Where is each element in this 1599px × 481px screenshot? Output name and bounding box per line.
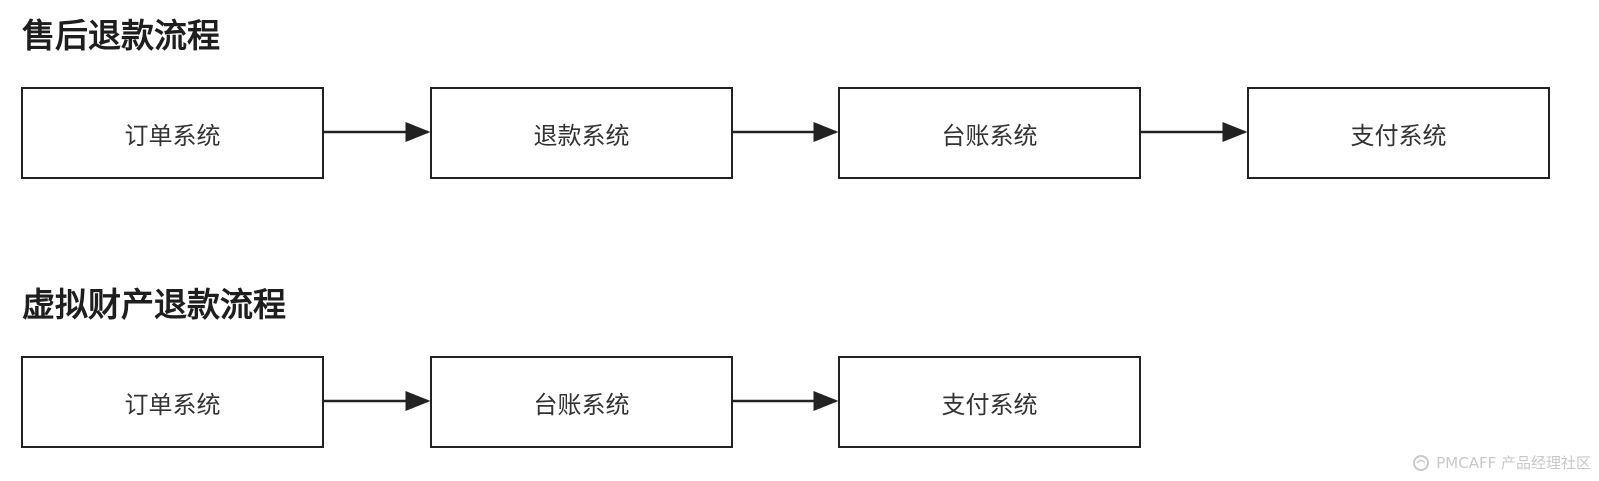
flow2-node-order-system: 订单系统 [21, 356, 324, 448]
pmcaff-logo-icon [1413, 454, 1430, 471]
flow1-node-order-system: 订单系统 [21, 87, 324, 179]
flow1-node-payment-system: 支付系统 [1247, 87, 1550, 179]
flow2-node-payment-system: 支付系统 [838, 356, 1141, 448]
flow-title-after-sales-refund: 售后退款流程 [22, 16, 220, 55]
flow2-node-ledger-system: 台账系统 [430, 356, 733, 448]
flow1-node-refund-system: 退款系统 [430, 87, 733, 179]
watermark: PMCAFF 产品经理社区 [1412, 452, 1591, 473]
flow-title-virtual-asset-refund: 虚拟财产退款流程 [22, 285, 286, 324]
flow1-node-ledger-system: 台账系统 [838, 87, 1141, 179]
watermark-text: PMCAFF 产品经理社区 [1436, 454, 1591, 472]
